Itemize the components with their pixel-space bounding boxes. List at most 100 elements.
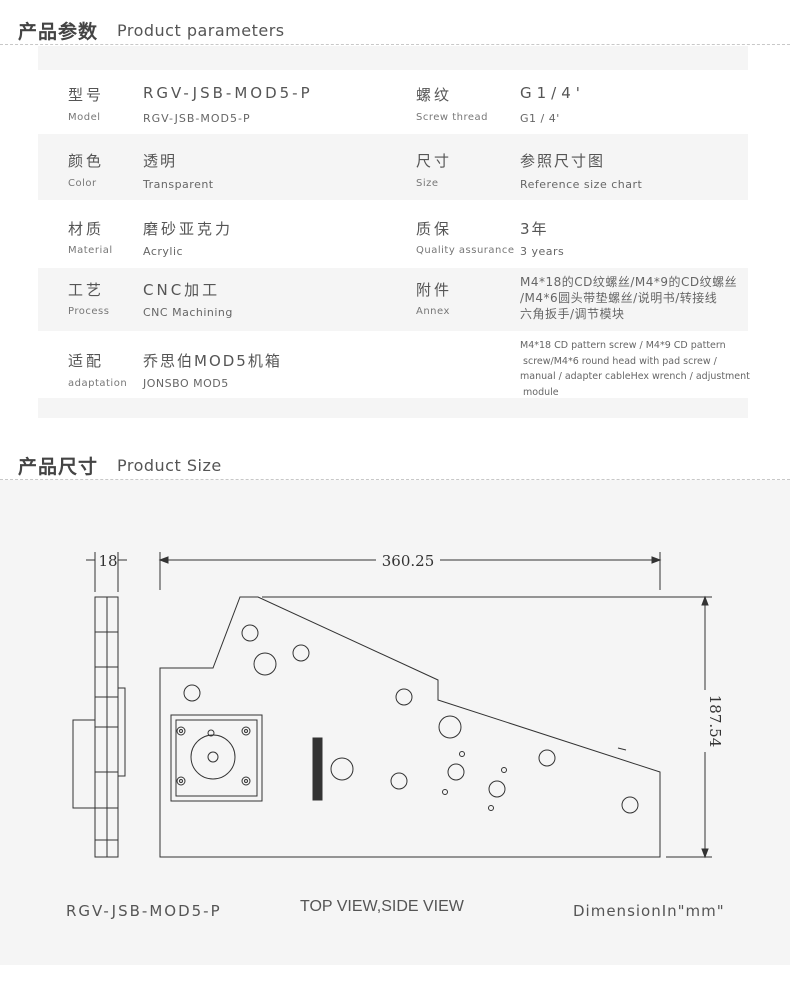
- dim-arrow: [701, 848, 709, 859]
- label-annex-zh: 附件: [416, 281, 453, 299]
- plate-hole: [183, 684, 201, 702]
- plate-hole: [447, 763, 465, 781]
- value-model: RGV-JSB-MOD5-P: [143, 84, 313, 102]
- value-warranty: 3年: [520, 220, 549, 238]
- param-row-process: 工艺 Process CNC加工 CNC Machining 附件 Annex …: [38, 268, 748, 331]
- value-thread: G1/4': [520, 84, 585, 102]
- plate-hole-small: [488, 805, 494, 811]
- plate-hole: [488, 780, 506, 798]
- param-row-adaptation: 适配 adaptation 乔思伯MOD5机箱 JONSBO MOD5 M4*1…: [38, 331, 750, 400]
- label-size-en: Size: [416, 178, 439, 189]
- height-dimension: [262, 595, 712, 859]
- annex-en-line: manual / adapter cableHex wrench / adjus…: [520, 371, 750, 382]
- value-adaptation: 乔思伯MOD5机箱: [143, 352, 282, 370]
- plate-hole: [292, 644, 310, 662]
- params-divider: [0, 44, 790, 45]
- plate-hole: [241, 624, 259, 642]
- param-row-model: 型号 Model RGV-JSB-MOD5-P RGV-JSB-MOD5-P 螺…: [38, 70, 748, 134]
- mount-hole-center: [179, 779, 183, 783]
- label-material-zh: 材质: [68, 220, 105, 238]
- label-thread-zh: 螺纹: [416, 86, 453, 104]
- top-view-frame: [160, 597, 705, 857]
- label-color-en: Color: [68, 178, 97, 189]
- pump-port-center: [207, 751, 219, 763]
- side-view-pump: [72, 719, 96, 809]
- plate-tab: [617, 747, 627, 751]
- mount-hole-center: [179, 729, 183, 733]
- mount-hole: [241, 726, 251, 736]
- engraved-label: [312, 737, 323, 801]
- label-adaptation-zh: 适配: [68, 352, 105, 370]
- annex-zh-line: M4*18的CD纹螺丝/M4*9的CD纹螺丝: [520, 275, 738, 289]
- params-section-header: 产品参数 Product parameters: [0, 14, 790, 46]
- value-color-en: Transparent: [143, 178, 214, 191]
- value-annex-en: M4*18 CD pattern screw / M4*9 CD pattern…: [520, 338, 750, 400]
- value-adaptation-en: JONSBO MOD5: [143, 377, 229, 390]
- size-section-header: 产品尺寸 Product Size: [0, 448, 790, 480]
- param-row-color: 颜色 Color 透明 Transparent 尺寸 Size 参照尺寸图 Re…: [38, 134, 748, 200]
- param-row-material: 材质 Material 磨砂亚克力 Acrylic 质保 Quality ass…: [38, 200, 748, 268]
- params-bottom-band: [38, 398, 748, 418]
- value-size: 参照尺寸图: [520, 152, 606, 170]
- value-material: 磨砂亚克力: [143, 220, 234, 238]
- dim-arrow: [701, 595, 709, 606]
- size-title-zh: 产品尺寸: [18, 456, 99, 478]
- plate-hole: [395, 688, 413, 706]
- side-view: [72, 552, 127, 858]
- plate-hole: [390, 772, 408, 790]
- width-dimension: [158, 552, 662, 590]
- mount-hole-center: [244, 729, 248, 733]
- dim-height-label: 187.54: [706, 695, 724, 748]
- label-model-zh: 型号: [68, 86, 105, 104]
- params-title-en: Product parameters: [117, 21, 285, 40]
- label-adaptation-en: adaptation: [68, 378, 128, 389]
- mount-hole-center: [244, 779, 248, 783]
- label-process-zh: 工艺: [68, 281, 105, 299]
- plate-outline: [159, 596, 661, 858]
- side-view-boss: [117, 687, 126, 777]
- plate-hole: [438, 715, 462, 739]
- mount-hole: [176, 776, 186, 786]
- value-annex-zh: M4*18的CD纹螺丝/M4*9的CD纹螺丝 /M4*6圆头带垫螺丝/说明书/转…: [520, 274, 737, 322]
- top-view: [159, 596, 705, 858]
- caption-views: TOP VIEW,SIDE VIEW: [300, 898, 464, 915]
- dim-thickness-label: 18: [98, 552, 117, 570]
- label-annex-en: Annex: [416, 306, 450, 317]
- annex-en-line: module: [520, 386, 559, 398]
- plate-hole-small: [459, 751, 465, 757]
- pump-block: [170, 714, 263, 802]
- pump-port-large: [190, 734, 236, 780]
- pump-block-inner: [175, 719, 258, 797]
- label-warranty-en: Quality assurance: [416, 245, 515, 256]
- caption-model: RGV-JSB-MOD5-P: [66, 902, 222, 920]
- params-title-zh: 产品参数: [18, 21, 99, 43]
- caption-unit: DimensionIn"mm": [573, 902, 725, 920]
- plate-hole-small: [501, 767, 507, 773]
- annex-zh-line: /M4*6圆头带垫螺丝/说明书/转接线: [520, 291, 718, 305]
- plate-hole: [253, 652, 277, 676]
- label-size-zh: 尺寸: [416, 152, 453, 170]
- value-thread-en: G1 / 4': [520, 112, 560, 125]
- plate-hole-small: [442, 789, 448, 795]
- size-title-en: Product Size: [117, 456, 222, 475]
- value-warranty-en: 3 years: [520, 245, 565, 258]
- port-hole: [207, 729, 215, 737]
- annex-en-line: screw/M4*6 round head with pad screw /: [520, 355, 717, 367]
- annex-en-line: M4*18 CD pattern screw / M4*9 CD pattern: [520, 340, 726, 351]
- dim-width-label: 360.25: [382, 552, 435, 570]
- plate-hole: [538, 749, 556, 767]
- mount-hole: [176, 726, 186, 736]
- plate-hole: [621, 796, 639, 814]
- mount-hole: [241, 776, 251, 786]
- value-process: CNC加工: [143, 281, 221, 299]
- label-material-en: Material: [68, 245, 113, 256]
- label-thread-en: Screw thread: [416, 112, 489, 123]
- dim-arrow: [651, 556, 662, 564]
- value-color: 透明: [143, 152, 178, 170]
- value-process-en: CNC Machining: [143, 306, 233, 319]
- label-color-zh: 颜色: [68, 152, 105, 170]
- label-model-en: Model: [68, 112, 101, 123]
- label-warranty-zh: 质保: [416, 220, 453, 238]
- size-divider: [0, 479, 790, 480]
